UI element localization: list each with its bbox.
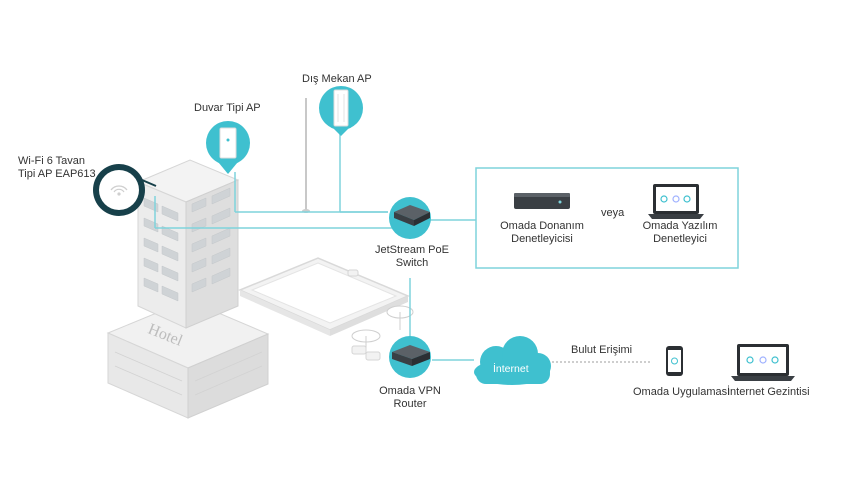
lounge-chairs xyxy=(347,269,381,361)
router-label-line1: Omada VPN xyxy=(379,385,441,397)
ceiling-ap-label-line1: Wi-Fi 6 Tavan xyxy=(18,155,86,167)
vpn-router-icon xyxy=(389,336,431,378)
wifi-ceiling-ap-icon xyxy=(93,164,157,216)
connection-lines xyxy=(154,130,476,361)
router-label: Omada VPN Router xyxy=(370,385,450,411)
wall-ap-label: Duvar Tipi AP xyxy=(194,102,261,114)
or-label: veya xyxy=(601,207,625,219)
sw-controller-label-line1: Omada Yazılım xyxy=(642,220,718,232)
hw-controller-label-line1: Omada Donanım xyxy=(500,220,584,232)
hw-controller-label: Omada Donanım Denetleyicisi xyxy=(496,220,588,246)
switch-label: JetStream PoE Switch xyxy=(372,244,452,270)
ceiling-ap-label: Wi-Fi 6 Tavan Tipi AP EAP613 xyxy=(18,155,96,181)
laptop-icon xyxy=(648,184,704,219)
outdoor-ap-icon xyxy=(319,86,363,136)
hw-controller-label-line2: Denetleyicisi xyxy=(511,233,573,245)
cloud-icon xyxy=(474,336,551,385)
outdoor-pole xyxy=(302,98,310,213)
omada-app-label: Omada Uygulaması xyxy=(633,386,731,398)
hotel-tower xyxy=(136,159,240,329)
ceiling-ap-label-line2: Tipi AP EAP613 xyxy=(18,168,96,180)
sw-controller-label-line2: Denetleyici xyxy=(653,233,707,245)
sw-controller-label: Omada Yazılım Denetleyici xyxy=(634,220,726,246)
switch-label-line1: JetStream PoE xyxy=(375,244,449,256)
umbrella-2 xyxy=(386,305,414,330)
laptop-icon xyxy=(731,344,795,381)
controller-box xyxy=(475,167,739,269)
hardware-controller-icon xyxy=(514,193,570,209)
internet-label: İnternet xyxy=(493,363,529,375)
switch-label-line2: Switch xyxy=(395,257,429,269)
outdoor-ap-label: Dış Mekan AP xyxy=(302,73,372,85)
cloud-access-label: Bulut Erişimi xyxy=(571,344,633,356)
wall-ap-icon xyxy=(206,121,250,174)
internet-browsing-label: İnternet Gezintisi xyxy=(727,386,810,398)
router-label-line2: Router xyxy=(393,398,427,410)
smartphone-icon xyxy=(666,346,683,376)
pool-area xyxy=(238,257,414,361)
poe-switch-icon xyxy=(389,197,431,239)
